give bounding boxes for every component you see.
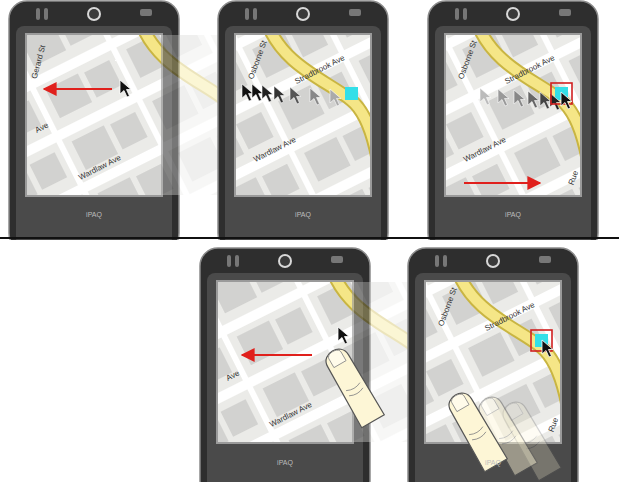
- street-label: Stradbrook Ave: [504, 54, 556, 86]
- street-label: Ave: [34, 121, 50, 134]
- device-brand: iPAQ: [505, 211, 521, 218]
- device-brand: iPAQ: [295, 211, 311, 218]
- street-label: Wardlaw Ave: [253, 136, 298, 164]
- street-label: Stradbrook Ave: [484, 301, 536, 333]
- device-brand: iPAQ: [485, 459, 501, 466]
- device-brand: iPAQ: [86, 211, 102, 218]
- street-label: Osborne St: [247, 40, 268, 81]
- street-label: Rue: [548, 417, 561, 434]
- device-brand: iPAQ: [277, 459, 293, 466]
- street-label: Gerard St: [31, 44, 48, 80]
- street-label: Rue: [568, 170, 581, 187]
- street-label: Osborne St: [437, 287, 458, 328]
- street-label: Wardlaw Ave: [78, 154, 123, 182]
- street-label: Ave: [225, 369, 241, 382]
- street-label: Osborne St: [457, 40, 478, 81]
- street-label: Wardlaw Ave: [269, 401, 314, 429]
- street-label: Wardlaw Ave: [463, 136, 508, 164]
- street-label: Stradbrook Ave: [294, 54, 346, 86]
